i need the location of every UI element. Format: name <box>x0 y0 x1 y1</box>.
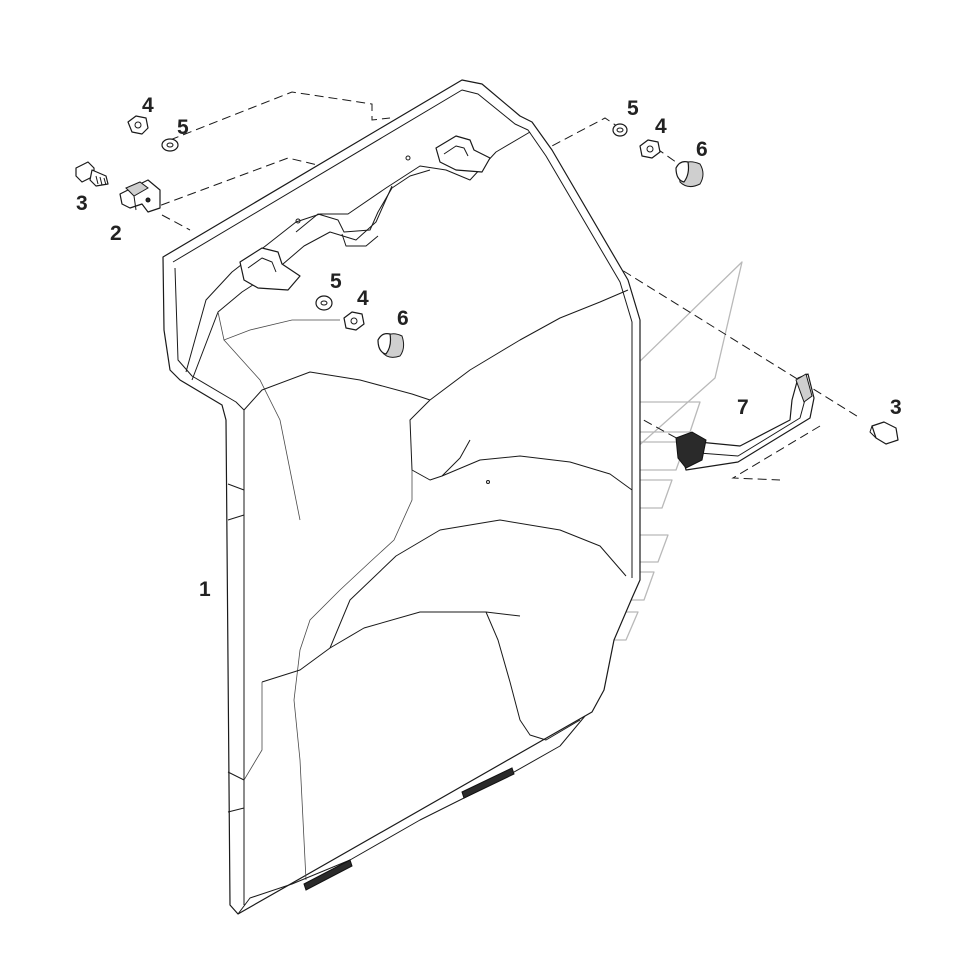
callout-2: 2 <box>110 222 122 245</box>
nut-part-4-top-right <box>639 139 661 159</box>
callout-5-top-left: 5 <box>177 116 189 139</box>
nut-part-4-top-left <box>127 115 149 135</box>
nut-part-4-middle <box>343 311 365 331</box>
clip-bracket-part-2 <box>119 179 161 213</box>
callout-7: 7 <box>737 396 749 419</box>
panel-part-1 <box>162 79 641 915</box>
callout-4-top-left: 4 <box>142 94 154 117</box>
callout-3-left: 3 <box>76 192 88 215</box>
bolt-part-3-right <box>869 421 899 445</box>
washer-part-5-top-right <box>612 123 628 137</box>
callout-5-middle: 5 <box>330 270 342 293</box>
washer-part-5-middle <box>315 295 333 311</box>
callout-1: 1 <box>199 578 211 601</box>
bolt-part-3-left <box>75 161 109 187</box>
handle-part-7 <box>675 373 815 471</box>
callout-3-right: 3 <box>890 396 902 419</box>
callout-6-top-right: 6 <box>696 138 708 161</box>
callout-4-top-right: 4 <box>655 115 667 138</box>
washer-part-5-top-left <box>161 138 179 152</box>
callout-6-middle: 6 <box>397 307 409 330</box>
callout-labels: 1 2 3 3 4 4 4 5 5 5 6 6 7 <box>76 94 902 601</box>
cap-part-6-top-right <box>675 161 704 188</box>
callout-4-middle: 4 <box>357 287 369 310</box>
callout-5-top-right: 5 <box>627 97 639 120</box>
cap-part-6-middle <box>377 333 405 358</box>
